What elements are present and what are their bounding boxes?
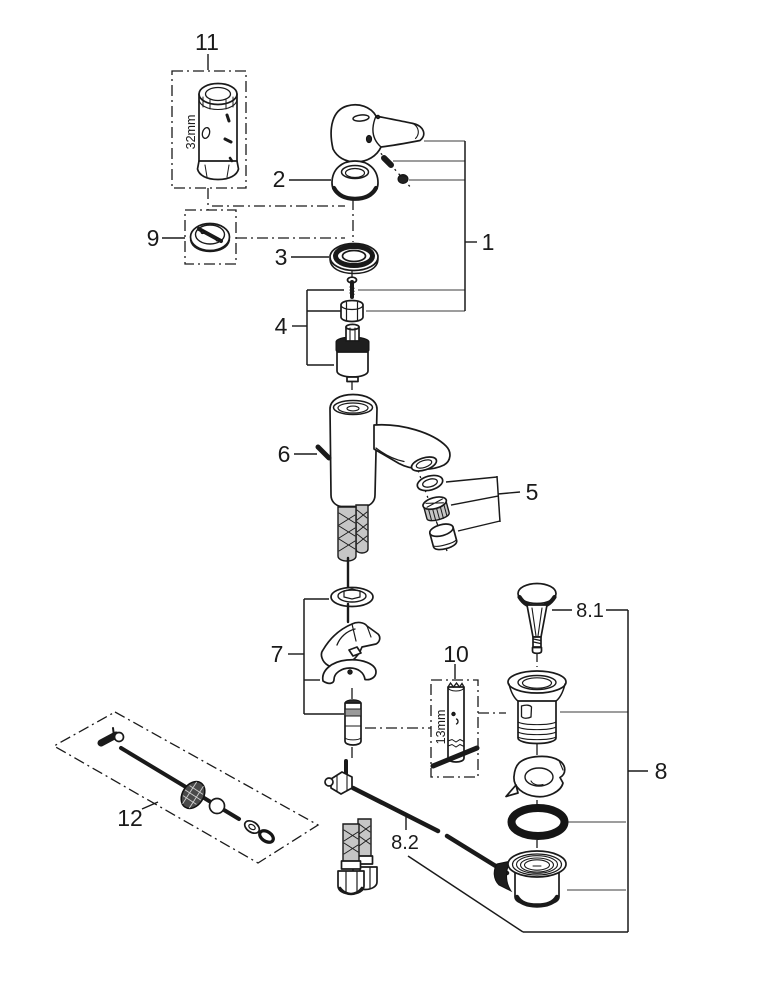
- drain-o-ring: [507, 804, 569, 840]
- supply-hose-ends: [337, 818, 378, 896]
- part-label-9: 9: [147, 225, 160, 251]
- setscrew-hole: [365, 134, 373, 144]
- part-label-8-1: 8.1: [576, 600, 604, 622]
- dimension-32mm: 32mm: [184, 115, 198, 150]
- tool-32mm-box: [171, 70, 247, 189]
- part-8-drain-set: [444, 582, 569, 908]
- popup-plug-cap: [517, 582, 557, 605]
- mounting-horseshoe: [321, 658, 377, 685]
- part-8-2-popup-rod: [324, 759, 441, 834]
- part-5-aerator-set: [416, 474, 458, 551]
- part-1-lever-handle: [330, 103, 425, 184]
- part-9-restrictor: [189, 222, 231, 253]
- faucet-spout: [373, 423, 451, 470]
- cartridge-cap-nut: [340, 299, 364, 323]
- part-label-7: 7: [271, 641, 284, 667]
- part-12-box: [52, 711, 320, 864]
- popup-plug-stem: [526, 604, 548, 638]
- leader-lines: [141, 54, 648, 933]
- part-label-11: 11: [195, 29, 219, 55]
- part-label-12: 12: [117, 805, 143, 831]
- handle-dot: [375, 114, 381, 120]
- drain-saddle: [513, 755, 566, 798]
- cartridge-body: [336, 351, 369, 378]
- aerator-shell: [428, 523, 458, 551]
- part-label-8: 8: [655, 758, 668, 784]
- aerator-washer: [416, 474, 444, 492]
- part-label-6: 6: [278, 441, 291, 467]
- dimension-13mm: 13mm: [434, 710, 448, 745]
- part-label-10: 10: [443, 641, 469, 667]
- rod-knurled-nut: [180, 780, 206, 810]
- bracket-5: [496, 475, 501, 523]
- rod-o-ring: [258, 829, 275, 844]
- supply-hoses-upper: [337, 504, 369, 592]
- rod-clevis: [330, 771, 353, 795]
- part-label-2: 2: [273, 166, 286, 192]
- part-12-rod-assembly: [97, 727, 275, 844]
- part-label-4: 4: [275, 313, 288, 339]
- part-9-box: [184, 209, 237, 265]
- part-11-socket-tool: 32mm: [184, 82, 240, 181]
- part-label-3: 3: [275, 244, 288, 270]
- rod-ball: [208, 797, 226, 815]
- part-10-socket-tool: 13mm: [430, 681, 480, 769]
- part-2-dome-cap: [331, 160, 379, 201]
- part-label-8-2: 8.2: [391, 832, 419, 854]
- part-7-mounting-set: [320, 586, 381, 746]
- part-3-ring: [329, 242, 379, 275]
- part-4-cartridge-group: [335, 276, 370, 383]
- part-labels: 11 2 9 3 1 4 6 5 8.1 7 10 8 12 8.2: [117, 29, 667, 854]
- rod-washer: [243, 819, 261, 835]
- part-label-1: 1: [482, 229, 495, 255]
- part-label-5: 5: [526, 479, 539, 505]
- aerator-insert: [422, 496, 450, 522]
- part-6-faucet-body: [315, 393, 451, 508]
